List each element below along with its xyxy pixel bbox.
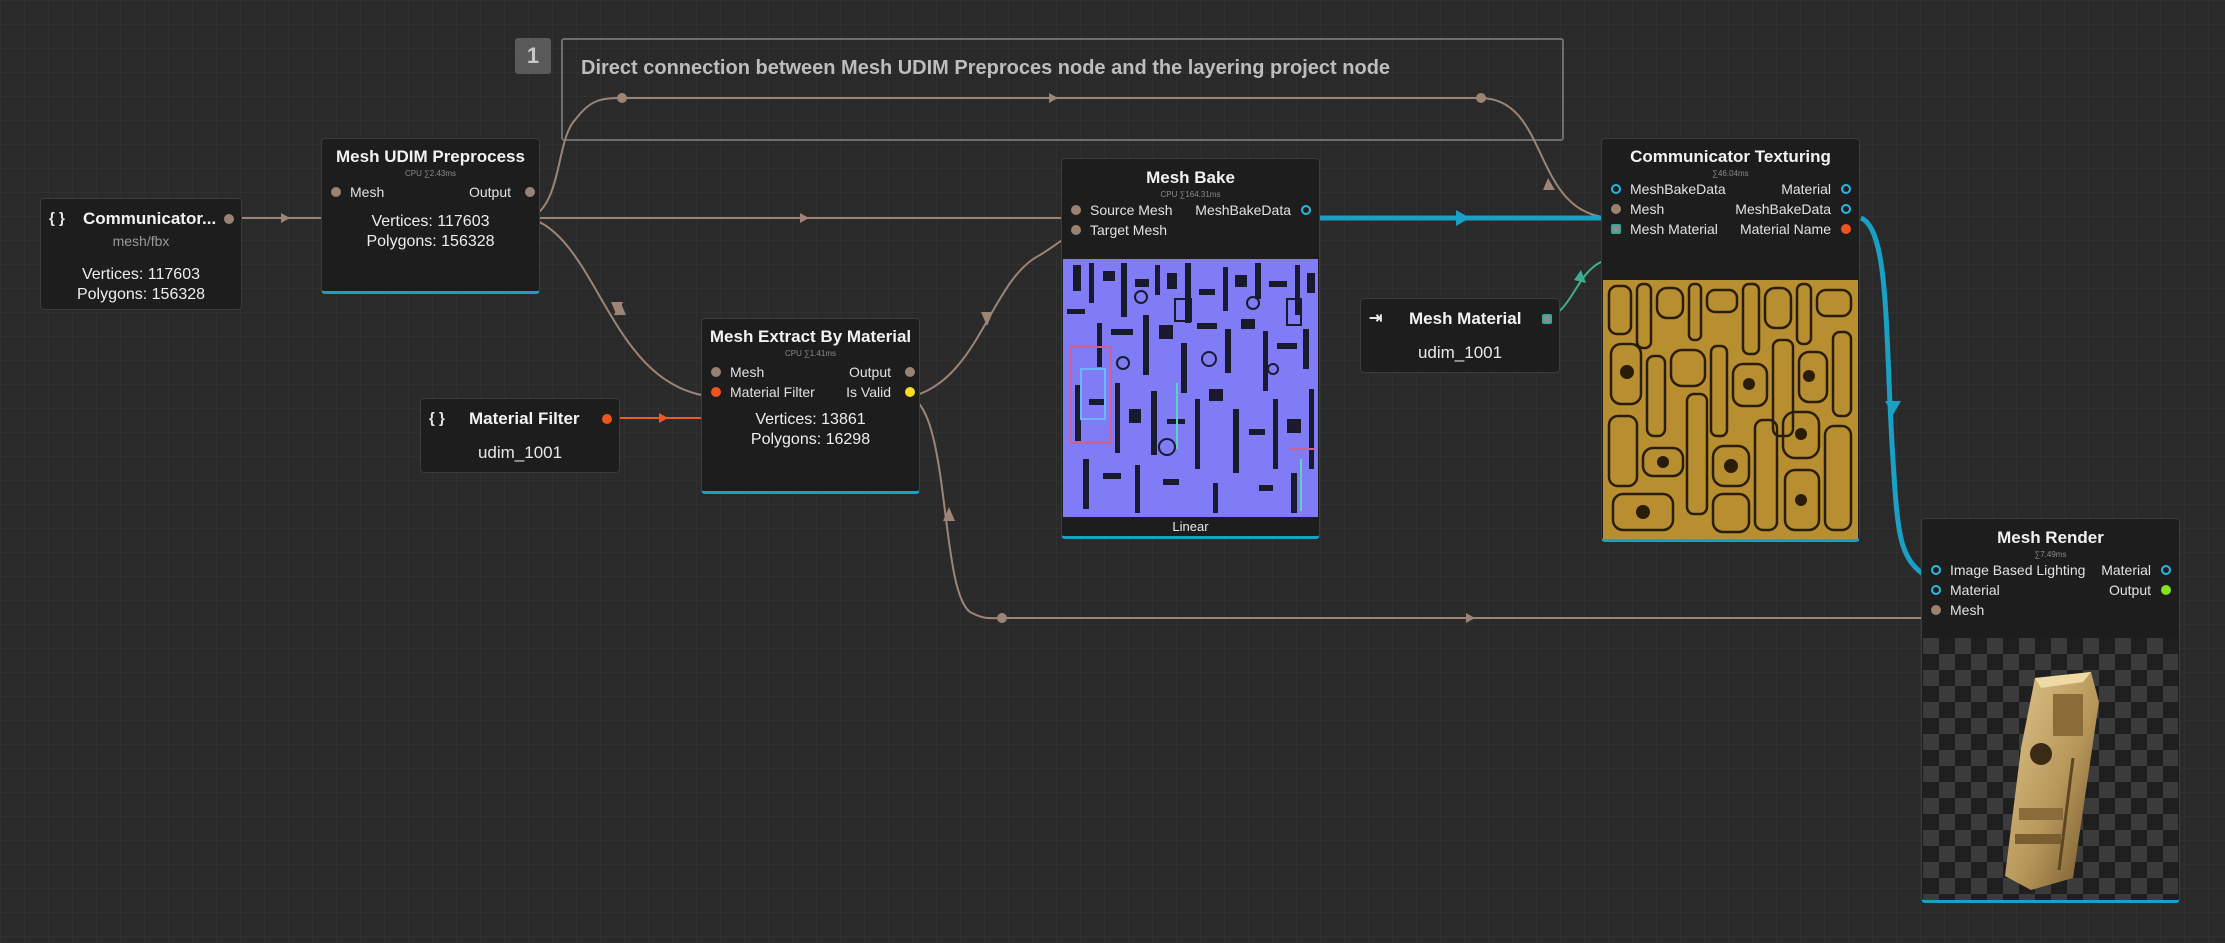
mesh-input-pin[interactable]: [711, 367, 721, 377]
vertex-count: Vertices: 117603: [371, 213, 490, 230]
node-title: Mesh Bake: [1146, 168, 1235, 187]
comment-frame[interactable]: Direct connection between Mesh UDIM Prep…: [561, 38, 1564, 141]
braces-icon: { }: [49, 210, 65, 227]
cpu-time: CPU ∑2.43ms: [404, 169, 457, 178]
ibl-input-label: Image Based Lighting: [1950, 562, 2086, 578]
output-pin[interactable]: [905, 367, 915, 377]
cpu-time: CPU ∑164.31ms: [1160, 190, 1221, 199]
cpu-time: ∑7.49ms: [2034, 550, 2067, 559]
is-valid-label: Is Valid: [846, 384, 891, 400]
mesh-input-pin[interactable]: [1931, 605, 1941, 615]
material-value: udim_1001: [1417, 343, 1503, 362]
frame-title: Direct connection between Mesh UDIM Prep…: [581, 57, 1391, 79]
output-pin[interactable]: [525, 187, 535, 197]
wire-extract-to-bake[interactable]: [909, 236, 1076, 398]
node-title: Mesh Render: [1997, 528, 2104, 547]
node-title: Communicator...: [83, 209, 217, 228]
mesh-extract-by-material-node[interactable]: Mesh Extract By Material CPU ∑1.41ms Mes…: [701, 318, 920, 494]
interpolation-mode[interactable]: Linear: [1172, 519, 1209, 534]
mesh-input-label: Mesh: [1950, 602, 1985, 618]
output-pin[interactable]: [2161, 585, 2171, 595]
source-mesh-label: Source Mesh: [1090, 202, 1173, 218]
mesh-input-label: Mesh: [350, 184, 385, 200]
mesh-bake-data-label: MeshBakeData: [1195, 202, 1291, 218]
node-subtitle: mesh/fbx: [112, 233, 170, 249]
target-mesh-input-pin[interactable]: [1071, 225, 1081, 235]
frame-badge: 1: [515, 38, 551, 74]
material-output-pin[interactable]: [1841, 184, 1851, 194]
output-pin[interactable]: [224, 214, 234, 224]
material-output-label: Material: [2101, 562, 2151, 578]
output-label: Output: [2108, 582, 2151, 598]
wire-texturing-to-render[interactable]: [1859, 215, 1931, 581]
wire-udim-to-extract[interactable]: [529, 217, 717, 398]
mesh-material-input-pin[interactable]: [1611, 224, 1621, 234]
filter-value: udim_1001: [477, 443, 563, 462]
target-mesh-label: Target Mesh: [1090, 222, 1168, 238]
mesh-bake-data-input-label: MeshBakeData: [1630, 181, 1726, 197]
output-pin[interactable]: [1542, 314, 1552, 324]
polygon-count: Polygons: 16298: [750, 431, 871, 448]
cpu-time: ∑46.04ms: [1712, 169, 1749, 178]
mesh-input-pin[interactable]: [331, 187, 341, 197]
material-input-label: Material: [1950, 582, 2000, 598]
output-label: Output: [468, 184, 511, 200]
material-output-pin[interactable]: [2161, 565, 2171, 575]
node-title: Mesh Extract By Material: [709, 327, 912, 346]
material-name-output-label: Material Name: [1739, 221, 1831, 237]
mesh-material-node[interactable]: ⇥ Mesh Material udim_1001: [1360, 298, 1560, 373]
source-mesh-input-pin[interactable]: [1071, 205, 1081, 215]
wire-extract-to-render[interactable]: [909, 396, 1929, 620]
material-filter-input-label: Material Filter: [730, 384, 815, 400]
polygon-count: Polygons: 156328: [366, 233, 495, 250]
node-title: Communicator Texturing: [1630, 147, 1831, 166]
vertex-count: Vertices: 117603: [81, 266, 200, 283]
mesh-bake-data-input-pin[interactable]: [1611, 184, 1621, 194]
communicator-node[interactable]: { } Communicator... mesh/fbx Vertices: 1…: [40, 198, 242, 310]
texture-preview: [1603, 280, 1858, 539]
mesh-material-input-label: Mesh Material: [1630, 221, 1718, 237]
material-filter-input-pin[interactable]: [711, 387, 721, 397]
mesh-bake-data-output-label: MeshBakeData: [1735, 201, 1831, 217]
ibl-input-pin[interactable]: [1931, 565, 1941, 575]
node-title: Material Filter: [469, 409, 580, 428]
output-label: Output: [848, 364, 891, 380]
cpu-time: CPU ∑1.41ms: [784, 349, 837, 358]
mesh-bake-node[interactable]: Mesh Bake CPU ∑164.31ms Source Mesh Mesh…: [1061, 158, 1320, 539]
braces-icon: { }: [429, 410, 445, 427]
mesh-input-label: Mesh: [730, 364, 765, 380]
node-title: Mesh UDIM Preprocess: [336, 147, 525, 166]
polygon-count: Polygons: 156328: [76, 286, 206, 303]
mesh-input-pin[interactable]: [1611, 204, 1621, 214]
mesh-input-label: Mesh: [1630, 201, 1665, 217]
input-icon: ⇥: [1369, 310, 1383, 327]
mesh-udim-preprocess-node[interactable]: Mesh UDIM Preprocess CPU ∑2.43ms Mesh Ou…: [321, 138, 540, 294]
mesh-bake-data-output-pin[interactable]: [1841, 204, 1851, 214]
is-valid-output-pin[interactable]: [905, 387, 915, 397]
mesh-bake-data-output-pin[interactable]: [1301, 205, 1311, 215]
material-name-output-pin[interactable]: [1841, 224, 1851, 234]
material-filter-node[interactable]: { } Material Filter udim_1001: [420, 398, 620, 473]
normal-map-preview: [1063, 259, 1318, 517]
output-pin[interactable]: [602, 414, 612, 424]
mesh-render-node[interactable]: Mesh Render ∑7.49ms Image Based Lighting…: [1921, 518, 2180, 903]
material-output-label: Material: [1781, 181, 1831, 197]
node-title: Mesh Material: [1409, 309, 1522, 328]
wire-udim-to-frame[interactable]: [529, 97, 1616, 219]
render-preview: [1923, 638, 2178, 900]
material-input-pin[interactable]: [1931, 585, 1941, 595]
vertex-count: Vertices: 13861: [755, 411, 866, 428]
communicator-texturing-node[interactable]: Communicator Texturing ∑46.04ms MeshBake…: [1601, 138, 1860, 542]
